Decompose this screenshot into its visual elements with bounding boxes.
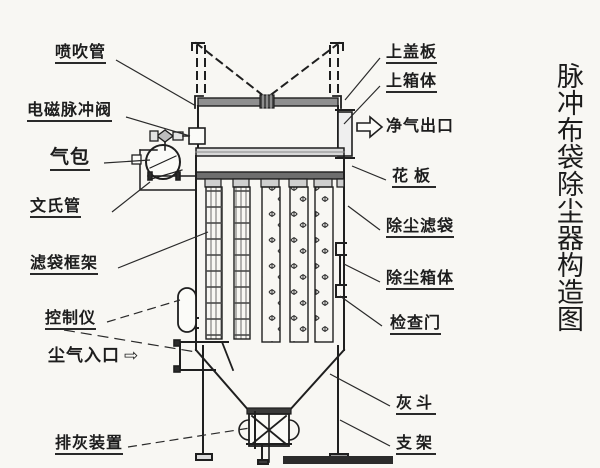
label-bag-cage: 滤袋框架 (30, 255, 99, 275)
filter-bag-4 (288, 178, 309, 343)
label-dust-gas-inlet-group: 尘气入口 ⇨ (48, 348, 138, 365)
cover-hinge-marks (191, 42, 344, 51)
page-title: 脉冲布袋除尘器构造图 (552, 62, 583, 332)
label-solenoid-pulse-valve: 电磁脉冲阀 (27, 102, 113, 122)
inlet-arrow-icon: ⇨ (124, 346, 139, 366)
filter-bag-2 (232, 178, 251, 340)
tube-sheet-shape (195, 171, 345, 180)
clean-gas-outlet-arrow (356, 115, 384, 139)
label-dust-gas-inlet: 尘气入口 (48, 346, 120, 366)
filter-bag-6 (336, 178, 345, 188)
label-venturi-tube: 文氏管 (30, 198, 82, 218)
label-upper-box-body: 上箱体 (386, 73, 438, 93)
label-ash-hopper: 灰斗 (396, 395, 437, 415)
label-blow-pipe: 喷吹管 (55, 44, 107, 64)
ash-hopper-shape (194, 348, 346, 414)
label-support-frame: 支架 (396, 435, 437, 455)
label-controller: 控制仪 (45, 310, 97, 330)
top-cover-plate-shape (194, 94, 342, 109)
label-top-cover-plate: 上盖板 (386, 44, 438, 64)
air-tank-shape (145, 144, 181, 180)
dust-gas-inlet-duct (173, 339, 235, 373)
filter-bag-5 (313, 178, 334, 343)
label-clean-gas-outlet: 净气出口 (386, 116, 455, 135)
filter-bag-1 (204, 178, 223, 340)
label-tube-sheet: 花板 (392, 168, 437, 188)
controller-shape (177, 287, 197, 333)
inspection-door-shape (335, 242, 347, 298)
label-dust-filter-bag: 除尘滤袋 (386, 218, 455, 238)
blow-pipe-shape (195, 147, 345, 157)
support-frame-shape (195, 345, 393, 465)
rotary-airlock-valve (238, 407, 300, 463)
label-ash-discharger: 排灰装置 (55, 435, 124, 455)
label-air-tank: 气包 (50, 148, 91, 171)
leader-lines-left (63, 59, 251, 448)
label-dust-box-body: 除尘箱体 (386, 270, 455, 290)
filter-bag-3 (260, 178, 281, 343)
cover-open-indicator (194, 41, 341, 99)
leader-lines-right (329, 57, 391, 447)
label-inspection-door: 检查门 (390, 315, 442, 335)
